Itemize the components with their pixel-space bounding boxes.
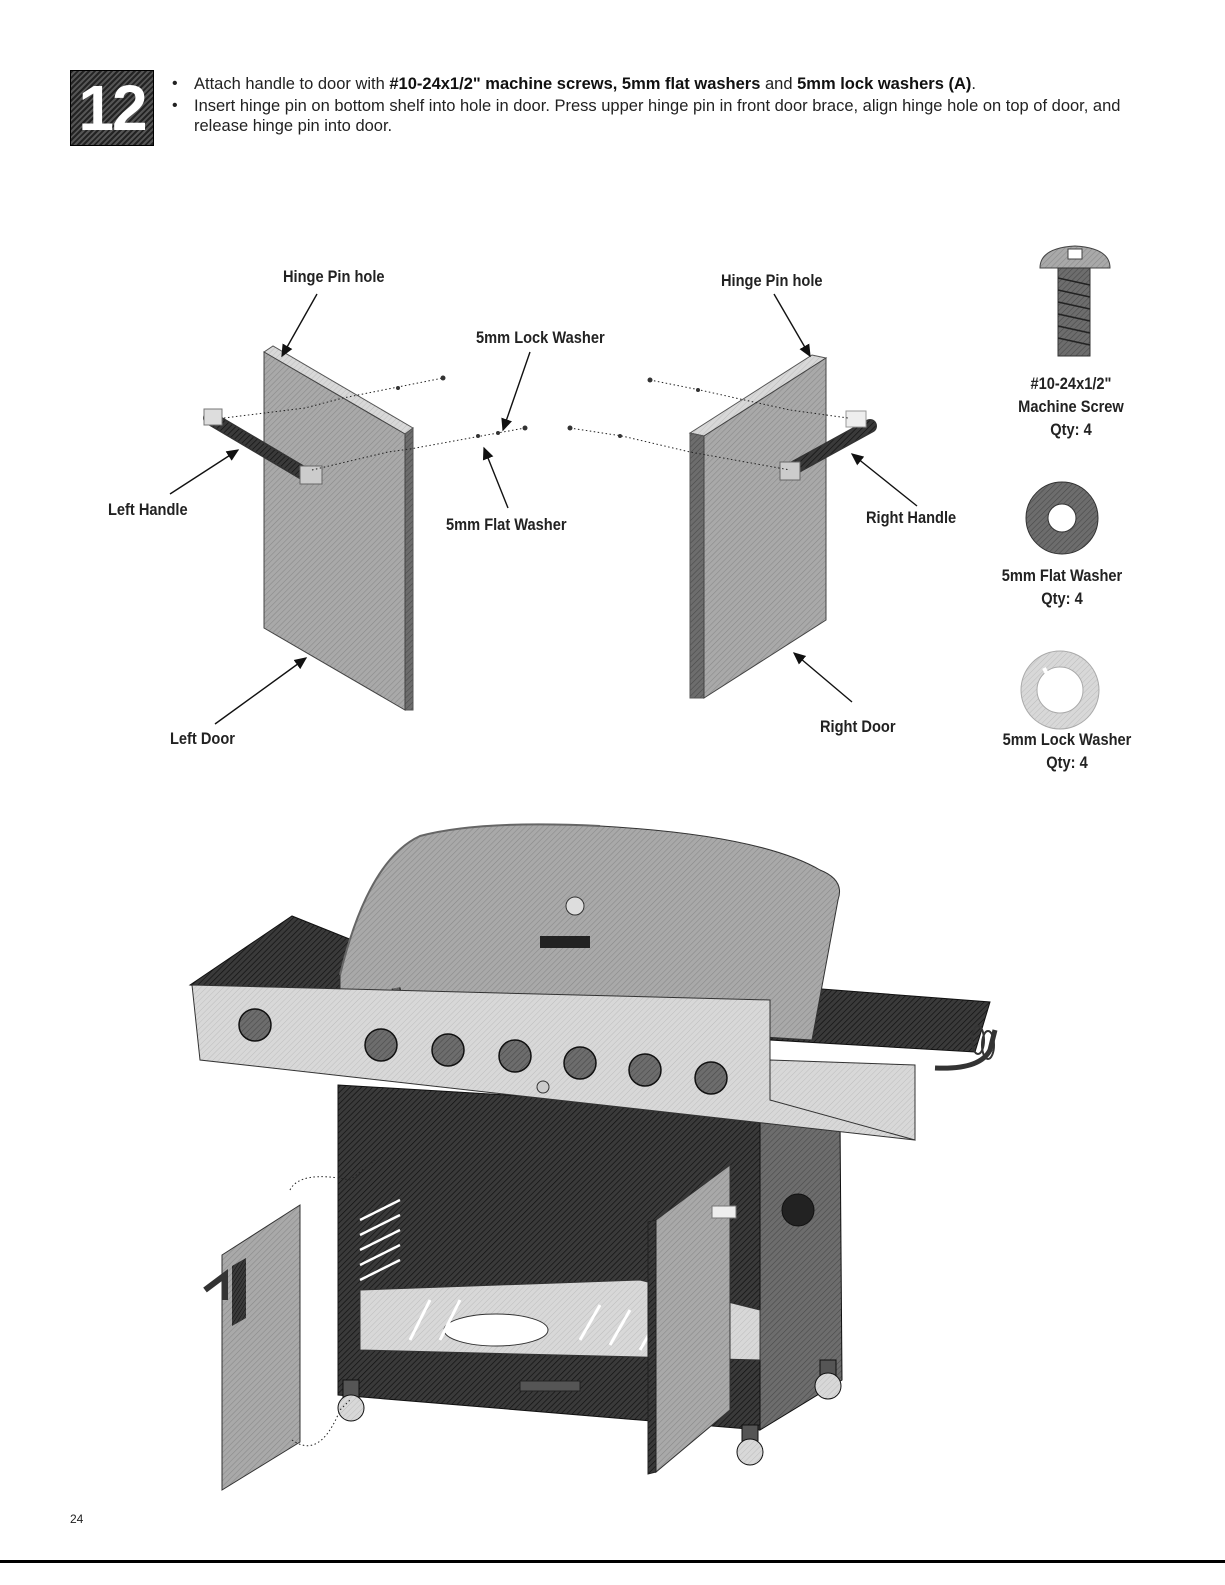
flat-washer-icon bbox=[1025, 481, 1099, 555]
left-door bbox=[263, 345, 414, 711]
part-machine-screw: #10-24x1/2" Machine Screw Qty: 4 bbox=[985, 372, 1157, 441]
callout-hinge-pin-hole-left: Hinge Pin hole bbox=[283, 267, 385, 286]
instruction-list: Attach handle to door with #10-24x1/2" m… bbox=[170, 74, 1130, 138]
grill-illustration bbox=[188, 823, 998, 1491]
step-number-badge: 12 bbox=[70, 70, 154, 146]
left-handle bbox=[203, 408, 323, 485]
part-name: 5mm Flat Washer bbox=[1001, 566, 1123, 585]
callout-lock-washer: 5mm Lock Washer bbox=[476, 328, 605, 347]
left-fastener-paths bbox=[223, 377, 526, 471]
page-number: 24 bbox=[70, 1512, 84, 1526]
callout-hinge-pin-hole-right: Hinge Pin hole bbox=[721, 271, 823, 290]
right-screws bbox=[567, 377, 700, 438]
callout-arrows bbox=[169, 293, 918, 725]
instruction-item: Attach handle to door with #10-24x1/2" m… bbox=[170, 74, 1130, 94]
instruction-text: and bbox=[760, 75, 798, 93]
callout-left-handle: Left Handle bbox=[108, 500, 188, 519]
part-quantity: Qty: 4 bbox=[1041, 589, 1083, 608]
callout-right-door: Right Door bbox=[820, 717, 896, 736]
right-handle bbox=[779, 410, 877, 481]
screw-icon bbox=[1039, 245, 1111, 357]
part-lock-washer: 5mm Lock Washer Qty: 4 bbox=[981, 728, 1153, 774]
part-name: #10-24x1/2" bbox=[1030, 374, 1112, 393]
instruction-bold-hardware: 5mm lock washers (A) bbox=[797, 75, 972, 93]
step-number: 12 bbox=[78, 72, 147, 144]
instruction-text: . bbox=[971, 75, 976, 93]
right-door bbox=[688, 354, 828, 699]
part-description: Machine Screw bbox=[1018, 397, 1124, 416]
callout-right-handle: Right Handle bbox=[866, 508, 957, 527]
instruction-text: Attach handle to door with bbox=[194, 75, 390, 93]
instruction-bold-hardware: #10-24x1/2" machine screws, 5mm flat was… bbox=[389, 75, 761, 93]
callout-flat-washer: 5mm Flat Washer bbox=[446, 515, 567, 534]
page-bottom-rule bbox=[0, 1560, 1225, 1563]
instruction-item: Insert hinge pin on bottom shelf into ho… bbox=[170, 96, 1130, 136]
part-quantity: Qty: 4 bbox=[1050, 420, 1092, 439]
lock-washer-icon bbox=[1020, 650, 1100, 730]
part-flat-washer: 5mm Flat Washer Qty: 4 bbox=[976, 564, 1148, 610]
part-quantity: Qty: 4 bbox=[1046, 753, 1088, 772]
left-screws bbox=[396, 375, 528, 438]
part-name: 5mm Lock Washer bbox=[1002, 730, 1132, 749]
right-fastener-paths bbox=[569, 379, 849, 471]
callout-left-door: Left Door bbox=[170, 729, 235, 748]
